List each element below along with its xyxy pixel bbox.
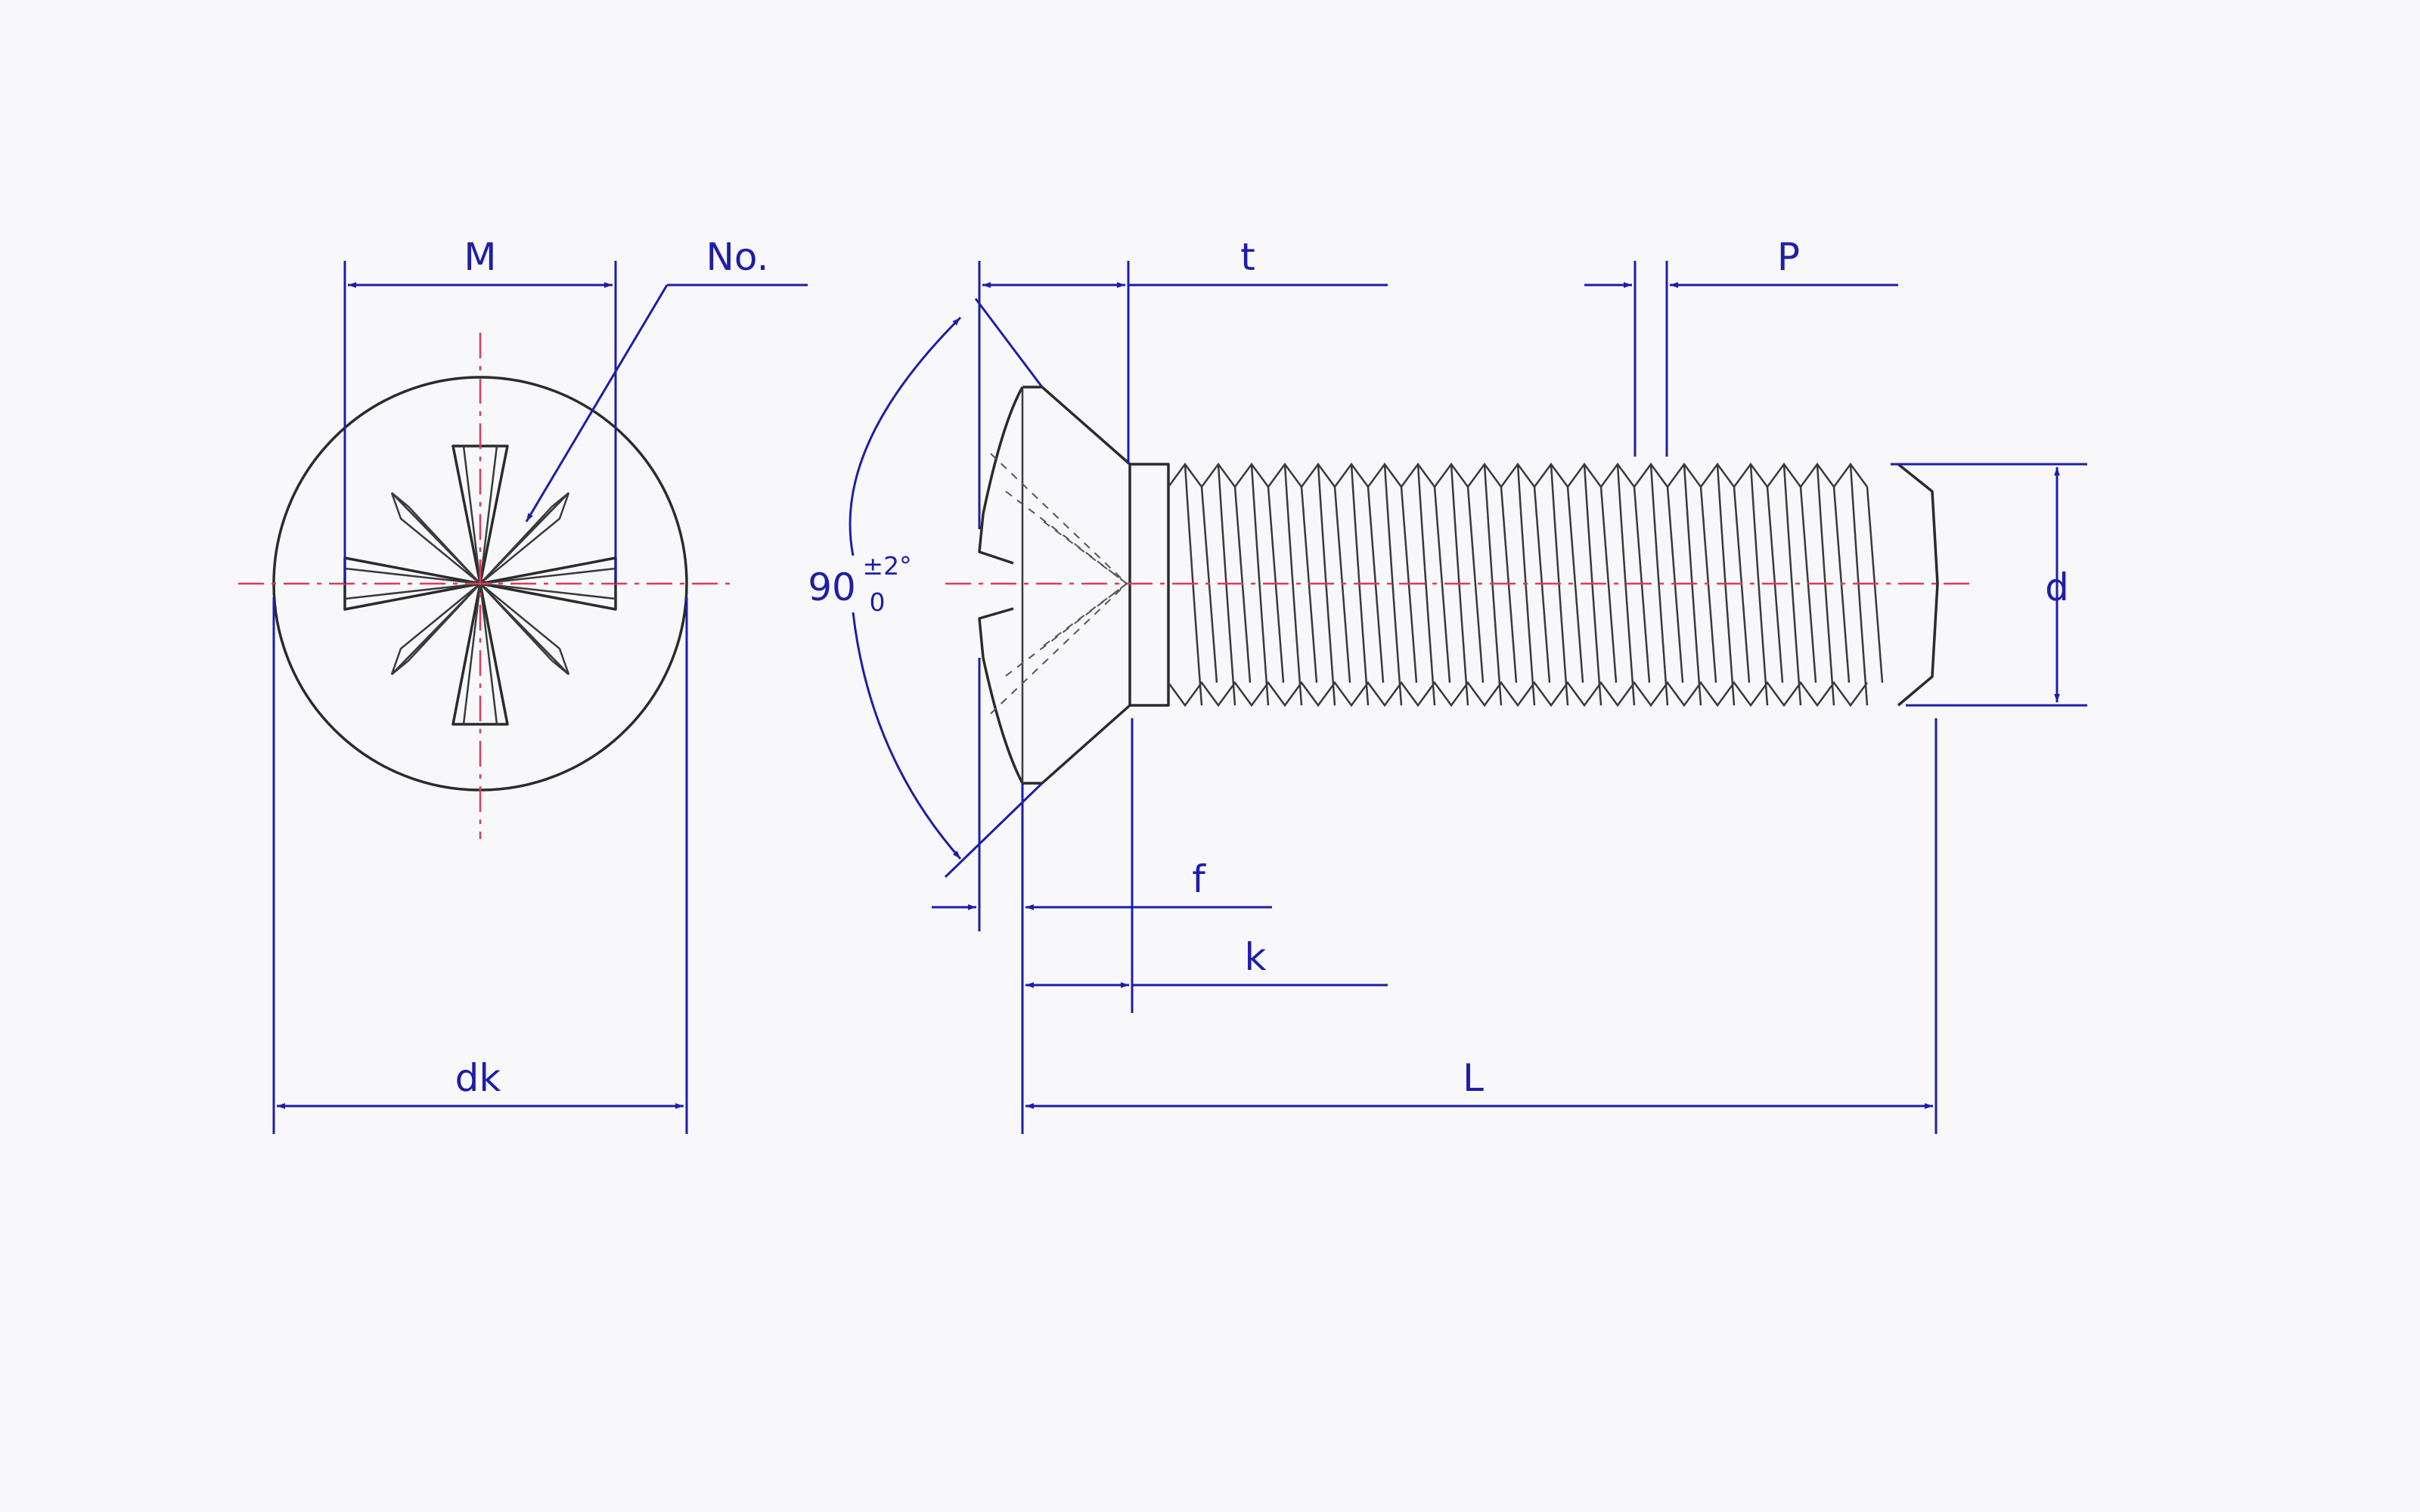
- label-P: P: [1777, 235, 1800, 279]
- dimension-L: [1025, 718, 1938, 1134]
- label-angle-tol-upper: ±2°: [862, 551, 911, 581]
- label-k: k: [1245, 935, 1267, 979]
- label-t: t: [1240, 235, 1255, 279]
- label-angle-value: 90: [808, 565, 856, 609]
- recess-facets: [344, 445, 616, 725]
- dimension-k: [1025, 718, 1388, 1013]
- front-view: M No. dk: [238, 235, 808, 1134]
- dimension-t: [978, 261, 1388, 529]
- thread-end-chamfer: [1897, 463, 1939, 707]
- side-view: t P d 90 ±2° 0: [808, 235, 2087, 1134]
- thread-roots: [1200, 486, 1884, 683]
- dimension-angle: [849, 298, 1044, 878]
- dimension-P: [1584, 261, 1898, 457]
- label-dk: dk: [455, 1056, 501, 1100]
- countersunk-head-outline: [978, 386, 1131, 785]
- shank-outline: [1130, 463, 1170, 707]
- label-f: f: [1192, 857, 1206, 901]
- label-angle-tol-lower: 0: [870, 587, 886, 617]
- thread-crests: [1167, 462, 1869, 708]
- recess-star-spikes: [390, 492, 570, 675]
- label-L: L: [1463, 1056, 1484, 1100]
- label-d: d: [2045, 565, 2069, 609]
- label-No: No.: [706, 235, 768, 279]
- dimension-M: [343, 261, 617, 584]
- head-hidden-recess: [990, 453, 1128, 714]
- dimension-d: [1891, 463, 2087, 707]
- recess-wing-bottom: [451, 582, 509, 726]
- dimension-dk: [272, 597, 688, 1134]
- dimension-f: [932, 658, 1272, 1134]
- label-M: M: [464, 235, 496, 279]
- leader-No: [525, 284, 808, 522]
